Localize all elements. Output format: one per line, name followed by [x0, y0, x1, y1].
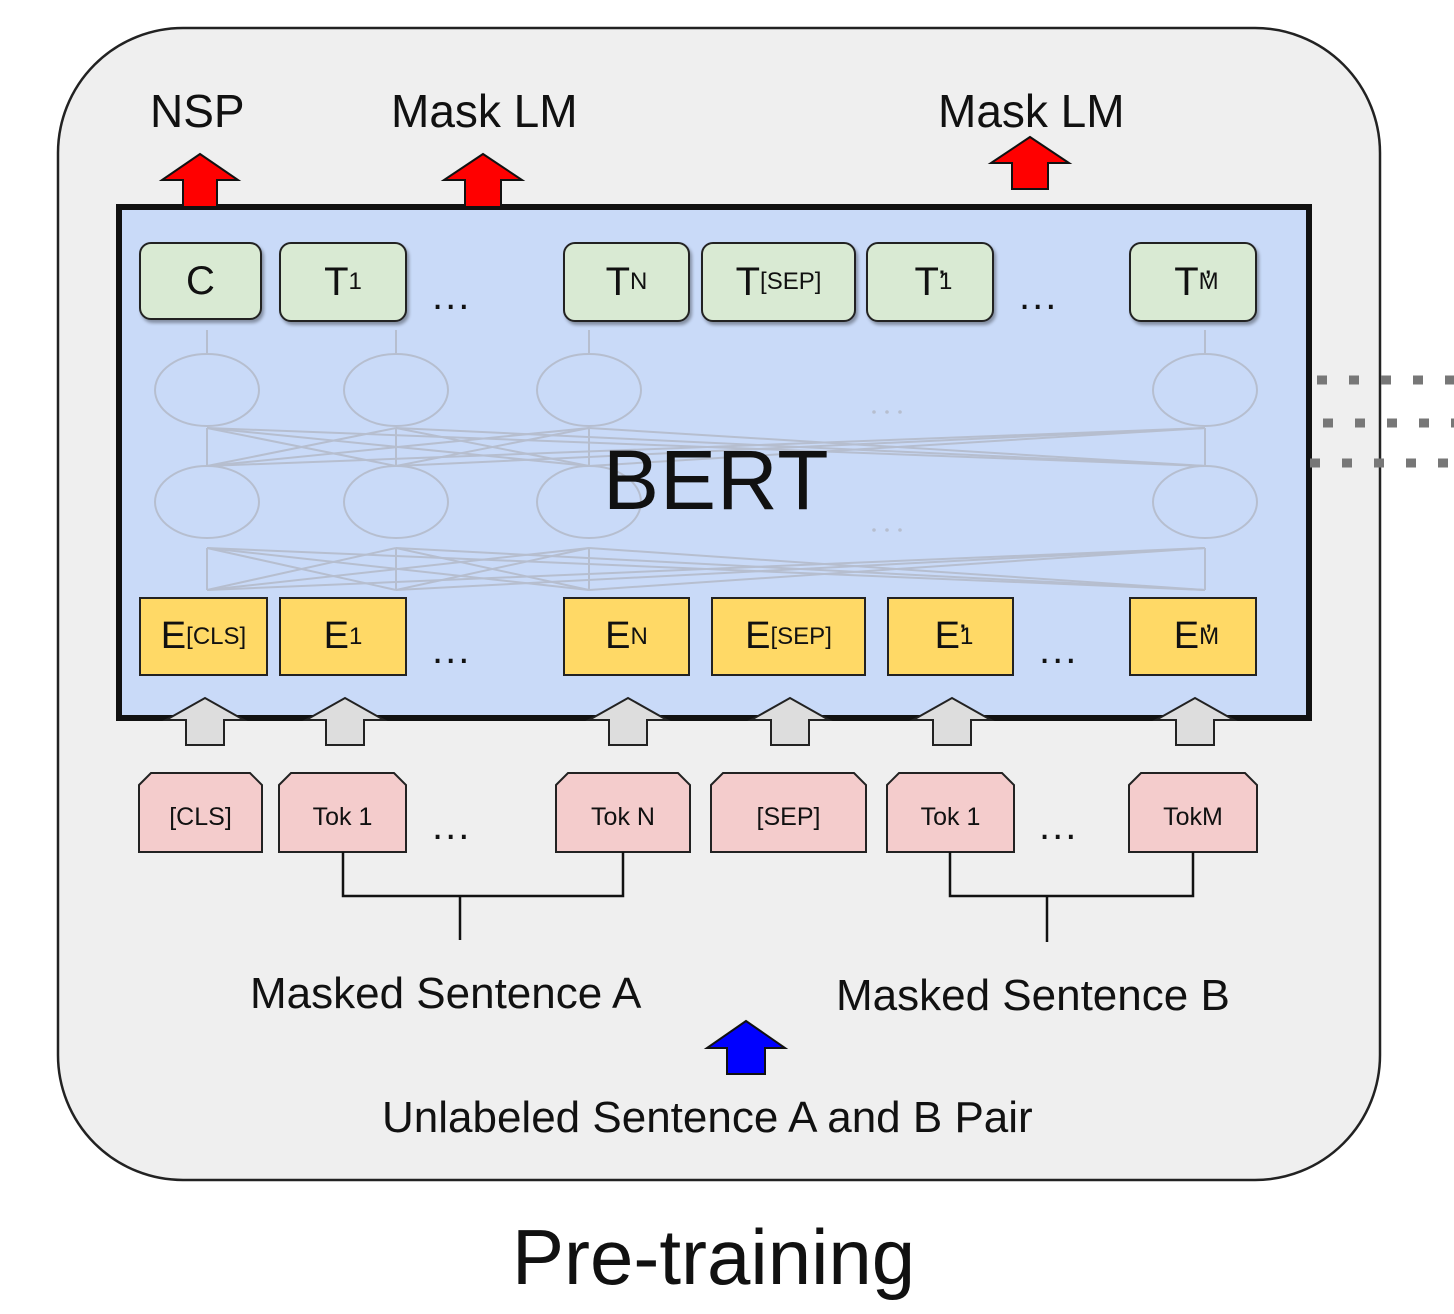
token-shape-tok1b	[886, 772, 1015, 853]
adjacent-panel-connector	[1310, 375, 1454, 468]
token-shape-tokn	[555, 772, 691, 853]
transformer-network	[154, 330, 1258, 591]
token-cls: [CLS]	[169, 802, 232, 831]
output-ellipsis-1: ...	[432, 274, 472, 318]
token-tok1-a: Tok 1	[312, 802, 373, 831]
network-ellipsis-dots	[872, 410, 902, 532]
embedding-ellipsis-2: ...	[1039, 628, 1079, 672]
token-ellipsis-1: ...	[432, 804, 472, 848]
embedding-sub: [SEP]	[770, 622, 832, 650]
sentence-b-bracket	[948, 852, 1195, 942]
mask-lm-arrow-icon-1	[440, 152, 526, 208]
token-shape-tokm	[1128, 772, 1258, 853]
token-sep: [SEP]	[756, 802, 821, 831]
mask-lm-label-2: Mask LM	[938, 85, 1125, 137]
token-ellipsis-2: ...	[1039, 804, 1079, 848]
token-tok1-b: Tok 1	[920, 802, 981, 831]
output-sub: [SEP]	[760, 268, 822, 295]
output-base: T	[605, 259, 631, 304]
embedding-box-cls: E[CLS]	[139, 597, 268, 676]
nsp-arrow-icon	[158, 152, 242, 208]
embedding-sub: 1	[349, 622, 363, 650]
sentence-b-label: Masked Sentence B	[836, 971, 1230, 1020]
network-middle-connections	[206, 427, 1206, 467]
output-sub: N	[630, 268, 648, 295]
output-base: C	[186, 258, 215, 303]
input-pair-arrow-icon	[703, 1019, 789, 1075]
embedding-base: E	[160, 615, 187, 657]
output-box-c: C	[139, 242, 262, 320]
input-arrow-icon-sep	[747, 696, 833, 746]
input-arrow-icon-tok1a	[302, 696, 388, 746]
output-base: T	[914, 259, 939, 304]
embedding-sub: [CLS]	[186, 622, 247, 650]
output-prime: ’	[938, 263, 946, 300]
embedding-base: E	[934, 615, 960, 657]
output-sub: M	[1198, 268, 1219, 295]
input-arrow-icon-tokn	[585, 696, 671, 746]
output-sub: 1	[938, 268, 953, 295]
output-prime: ’	[1204, 263, 1212, 300]
input-arrow-icon-cls	[162, 696, 248, 746]
token-shape-tok1a	[278, 772, 407, 853]
input-arrow-icon-tok1b	[909, 696, 995, 746]
embedding-base: E	[745, 615, 771, 657]
output-box-tsep: T[SEP]	[701, 242, 856, 322]
output-base: T	[735, 259, 761, 304]
token-tokm: TokM	[1163, 802, 1223, 831]
network-upper-connections	[206, 330, 1206, 354]
token-tokn: Tok N	[591, 802, 655, 831]
embedding-prime: ’	[959, 618, 967, 654]
embedding-box-sep: E[SEP]	[711, 597, 866, 676]
output-base: T	[1174, 259, 1199, 304]
embedding-sub: N	[630, 622, 648, 650]
token-input-arrows	[162, 696, 1238, 746]
output-sub: 1	[348, 268, 362, 295]
nsp-label: NSP	[150, 85, 245, 137]
input-pair-label: Unlabeled Sentence A and B Pair	[382, 1093, 1033, 1142]
embedding-base: E	[1173, 615, 1200, 657]
embedding-sub: M	[1199, 622, 1220, 650]
token-shape-cls	[138, 772, 263, 853]
output-ellipsis-2: ...	[1019, 274, 1059, 318]
sentence-a-bracket	[341, 852, 625, 940]
panel-title: Pre-training	[512, 1213, 916, 1301]
embedding-base: E	[605, 615, 631, 657]
token-shapes	[138, 772, 1258, 853]
sentence-a-label: Masked Sentence A	[250, 969, 642, 1018]
bert-label: BERT	[603, 433, 830, 527]
embedding-base: E	[323, 615, 349, 657]
network-lower-connections	[206, 547, 1206, 591]
token-shape-sep	[710, 772, 867, 853]
input-arrow-icon-tokm	[1152, 696, 1238, 746]
output-base: T	[324, 259, 349, 304]
mask-lm-arrow-icon-2	[987, 135, 1073, 190]
mask-lm-label-1: Mask LM	[391, 85, 578, 137]
embedding-sub: 1	[959, 622, 974, 650]
embedding-ellipsis-1: ...	[432, 628, 472, 672]
embedding-prime: ’	[1205, 618, 1213, 654]
